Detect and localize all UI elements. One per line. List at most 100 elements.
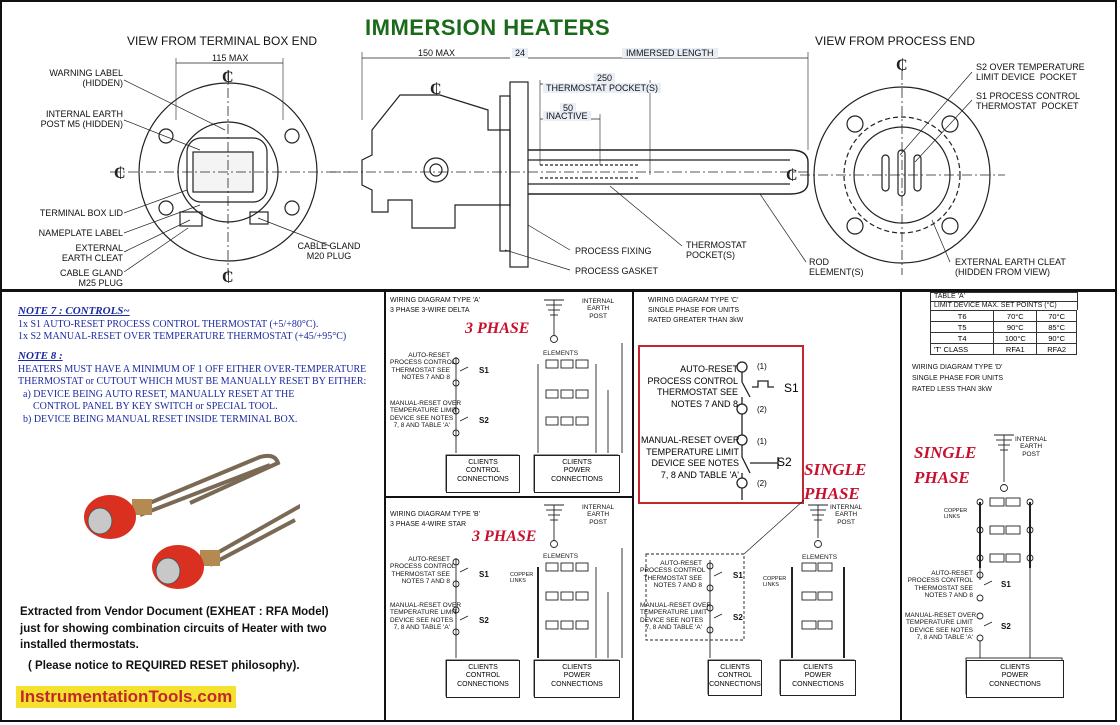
internal-earth-d: INTERNAL EARTH POST [1015,436,1048,458]
auto-reset-b: AUTO-RESET PROCESS CONTROL THERMOSTAT SE… [390,556,456,586]
s1-pocket-label: S1 PROCESS CONTROL THERMOSTAT POCKET [976,91,1081,111]
wiring-d-title: WIRING DIAGRAM TYPE 'D' [912,364,1003,371]
table-cell: 85°C [1036,321,1077,334]
vendor-line-2: just for showing combination circuits of… [20,622,327,635]
big-manual-reset: MANUAL-RESET OVER TEMPERATURE LIMIT DEVI… [641,435,740,481]
auto-reset-a: AUTO-RESET PROCESS CONTROL THERMOSTAT SE… [390,352,456,382]
s2-pocket-label: S2 OVER TEMPERATURE LIMIT DEVICE POCKET [976,62,1085,82]
wiring-b-title: WIRING DIAGRAM TYPE 'B' [390,511,481,518]
big-auto-reset: AUTO-RESET PROCESS CONTROL THERMOSTAT SE… [647,364,738,410]
svg-text:₵: ₵ [222,269,234,286]
wiring-d-sub1: SINGLE PHASE FOR UNITS [912,375,1004,382]
view-terminal-end: VIEW FROM TERMINAL BOX END [127,34,318,48]
external-earth-cleat-label: EXTERNAL EARTH CLEAT [61,243,123,263]
note-8-title: NOTE 8 : [18,349,63,362]
dim-50: 50 [560,103,577,113]
wiring-a-title: WIRING DIAGRAM TYPE 'A' [390,297,481,304]
dim-150-max: 150 MAX [418,48,456,58]
table-cell: T4 [929,332,995,345]
note-8-line-5: b) DEVICE BEING MANUAL RESET INSIDE TERM… [18,413,298,425]
magnified-thermostat-box [638,345,804,504]
clients-control-c: CLIENTS CONTROL CONNECTIONS [708,660,762,696]
table-cell: 90°C [993,321,1038,334]
external-earth-hidden-label: EXTERNAL EARTH CLEAT (HIDDEN FROM VIEW) [955,257,1066,277]
note-7-line-1: 1x S1 AUTO-RESET PROCESS CONTROL THERMOS… [18,318,319,330]
note-8-line-3: a) DEVICE BEING AUTO RESET, MANUALLY RES… [18,388,295,400]
brand-watermark: InstrumentationTools.com [16,686,237,708]
big-t1-top: (1) [757,362,767,371]
clients-power-c: CLIENTS POWER CONNECTIONS [780,660,856,696]
svg-text:₵: ₵ [786,167,798,184]
nameplate-label: NAMEPLATE LABEL [38,228,123,238]
s1-d: S1 [1001,580,1011,589]
process-fixing-label: PROCESS FIXING [575,246,652,256]
big-s1: S1 [784,381,799,395]
clients-control-a: CLIENTS CONTROL CONNECTIONS [446,455,520,493]
wiring-a-sub: 3 PHASE 3-WIRE DELTA [390,307,470,314]
svg-text:₵: ₵ [114,165,126,182]
engineering-drawing: ₵ ₵ ₵ ₵ ₵ ₵ [110,52,1005,286]
section-divider [384,290,386,722]
s1-a: S1 [479,366,489,375]
section-divider [900,290,902,722]
dim-24: 24 [512,48,529,58]
big-s2: S2 [777,455,792,469]
table-a-caption: TABLE 'A' [930,292,1078,302]
internal-earth-c: INTERNAL EARTH POST [830,504,863,526]
note-7-line-2: 1x S2 MANUAL-RESET OVER TEMPERATURE THER… [18,331,347,343]
process-gasket-label: PROCESS GASKET [575,266,659,276]
magnified-thermostat-schematic [736,361,779,500]
wiring-c-sub1: SINGLE PHASE FOR UNITS [648,307,740,314]
clients-control-b: CLIENTS CONTROL CONNECTIONS [446,660,520,698]
cable-gland-m20-label: CABLE GLAND M20 PLUG [297,241,361,261]
s1-c: S1 [733,571,743,580]
s1-b: S1 [479,570,489,579]
dim-115-max: 115 MAX [212,53,249,63]
rod-element-label: ROD ELEMENT(S) [809,257,864,277]
clients-power-a: CLIENTS POWER CONNECTIONS [534,455,620,493]
three-phase-label-a: 3 PHASE [465,320,530,337]
table-cell: 100°C [993,332,1038,345]
table-cell: RFA2 [1036,343,1077,356]
svg-text:₵: ₵ [222,69,234,86]
section-divider [384,496,632,498]
wiring-c-title: WIRING DIAGRAM TYPE 'C' [648,297,739,304]
heater-product-image [84,453,300,589]
warning-label: WARNING LABEL (HIDDEN) [49,68,123,88]
section-divider [632,290,634,722]
cable-gland-m25-label: CABLE GLAND M25 PLUG [59,268,123,288]
table-cell: T5 [929,321,995,334]
dim-thermostat-pocket: THERMOSTAT POCKET(S) [543,83,662,93]
vendor-note: Extracted from Vendor Document (EXHEAT :… [20,604,382,675]
note-7-title: NOTE 7 : CONTROLS~ [18,305,130,317]
vendor-line-1: Extracted from Vendor Document (EXHEAT :… [20,606,329,618]
section-divider [0,289,1117,292]
note-8-line-4: CONTROL PANEL BY KEY SWITCH or SPECIAL T… [18,401,278,412]
big-t2-top: (2) [757,405,767,414]
auto-reset-c: AUTO-RESET PROCESS CONTROL THERMOSTAT SE… [640,560,706,590]
manual-reset-c: MANUAL-RESET OVER TEMPERATURE LIMIT DEVI… [640,602,712,632]
copper-links-c: COPPER LINKS [763,576,787,589]
terminal-box-lid-label: TERMINAL BOX LID [39,208,123,218]
svg-text:ELEMENTS: ELEMENTS [802,554,838,561]
svg-text:₵: ₵ [896,57,908,74]
s2-a: S2 [479,416,489,425]
dim-immersed-length: IMMERSED LENGTH [622,48,718,58]
table-a-header: LIMIT DEVICE MAX. SET POINTS (°C) [930,301,1078,311]
big-t1-bottom: (1) [757,437,767,446]
svg-text:ELEMENTS: ELEMENTS [543,350,579,357]
vendor-line-3: installed thermostats. [20,639,139,652]
table-cell: 70°C [1036,310,1077,323]
note-8-line-2: THERMOSTAT or CUTOUT WHICH MUST BE MANUA… [18,376,367,387]
table-cell: 70°C [993,310,1038,323]
single-phase-label-d2: PHASE [914,468,970,487]
three-phase-label-b: 3 PHASE [472,528,537,545]
svg-text:ELEMENTS: ELEMENTS [543,553,579,560]
table-cell: T6 [929,310,995,323]
internal-earth-label: INTERNAL EARTH POST M5 (HIDDEN) [40,109,123,129]
svg-text:₵: ₵ [430,81,442,98]
